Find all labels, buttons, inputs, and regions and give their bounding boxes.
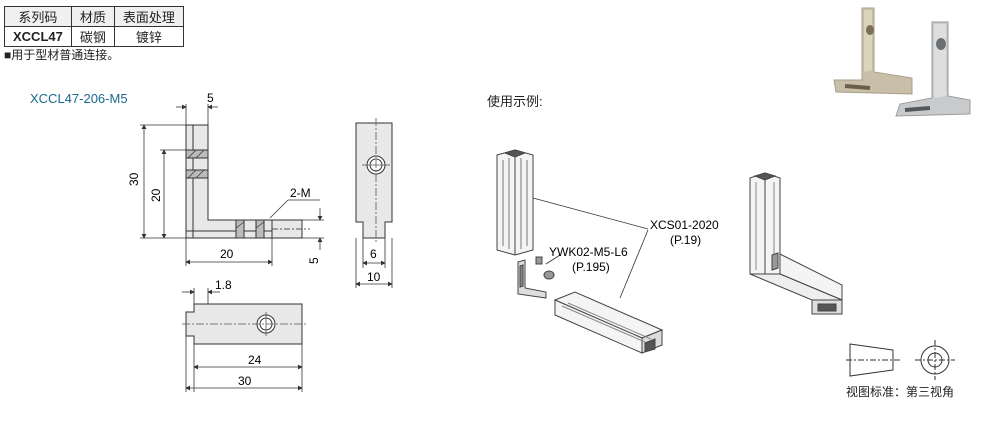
projection-standard-note: 视图标准：第三视角 [846,385,955,399]
callout-xcs-page: (P.19) [670,233,701,247]
small-bracket [517,259,547,299]
dim-24: 24 [248,353,262,367]
horizontal-profile [553,291,664,354]
dim-1-8: 1.8 [215,278,232,292]
screw [535,256,555,280]
header-material: 材质 [70,6,115,27]
callout-ywk-page: (P.195) [572,260,610,274]
spec-table: 系列码 材质 表面处理 XCCL47 碳钢 镀锌 [4,6,184,47]
usage-note: ■用于型材普通连接。 [4,48,120,62]
dim-30: 30 [127,172,141,186]
dim-30-bottom: 30 [238,374,252,388]
side-view-dimension-lines [355,238,393,288]
cell-series-code: XCCL47 [4,26,72,47]
front-view-dimension-lines [140,104,324,266]
front-view-hatching [187,149,265,229]
third-angle-projection-icon [846,340,955,380]
bottom-view-dimension-lines [182,288,303,392]
product-photo [833,7,971,117]
dim-2-m: 2-M [290,186,311,200]
front-view-bracket [185,124,273,239]
callout-xcs-code: XCS01-2020 [650,218,719,232]
dim-5-right: 5 [307,257,321,264]
dim-5-top: 5 [207,91,214,105]
table-header-row: 系列码 材质 表面处理 [4,6,184,27]
cell-surface-treatment: 镀锌 [113,26,184,47]
side-view-bracket [355,122,393,239]
part-number: XCCL47-206-M5 [30,91,128,106]
header-surface-treatment: 表面处理 [113,6,184,27]
assembled-frame [749,172,843,315]
dim-20-left: 20 [149,188,163,202]
callout-lines [532,197,649,299]
usage-example-title: 使用示例: [487,94,543,109]
vertical-profile-left [496,149,534,256]
dim-6: 6 [370,247,377,261]
table-row: XCCL47 碳钢 镀锌 [4,26,184,47]
callout-ywk-code: YWK02-M5-L6 [549,245,628,259]
cell-material: 碳钢 [70,26,115,47]
dim-20-bottom: 20 [220,247,234,261]
dim-10: 10 [367,270,381,284]
header-series-code: 系列码 [4,6,72,27]
